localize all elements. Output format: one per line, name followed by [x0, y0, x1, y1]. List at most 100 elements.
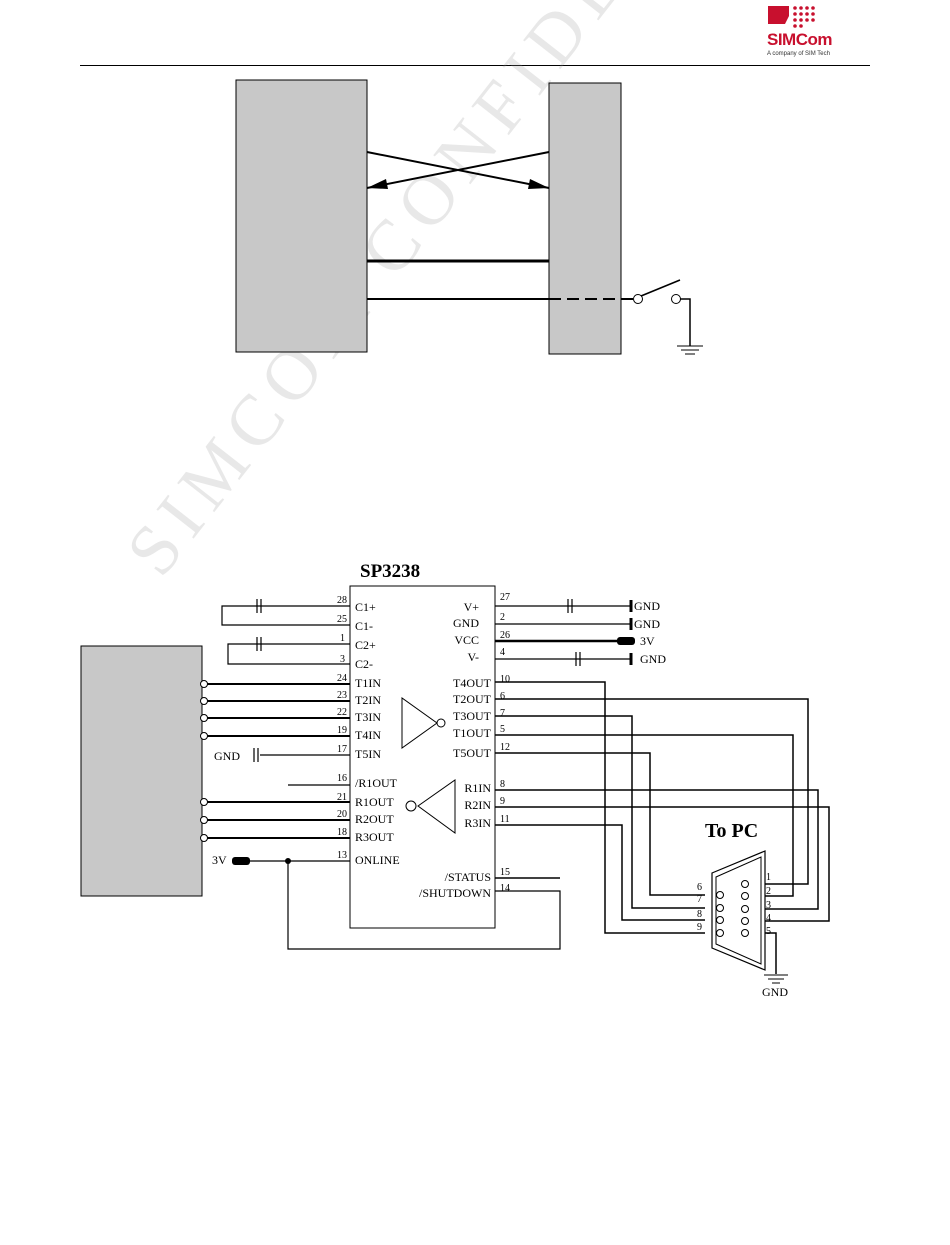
- module-block: [235, 79, 368, 353]
- vcc-label: 3V: [212, 853, 227, 867]
- top-block-diagram: [235, 79, 703, 355]
- module-block-lower: [80, 645, 203, 897]
- vcc-3v-marker: [232, 857, 250, 865]
- sp3238-chip: [349, 585, 496, 929]
- gnd-label: GND: [214, 749, 240, 763]
- pin-number: 8: [500, 779, 505, 790]
- pin-number: 9: [500, 796, 505, 807]
- pin-label: /R1OUT: [355, 776, 398, 790]
- pin-label: R3IN: [464, 816, 491, 830]
- switch-contact: [633, 294, 643, 304]
- pin-label: V-: [467, 650, 479, 664]
- pin-number: 26: [500, 630, 510, 641]
- pin-number: 16: [337, 773, 347, 784]
- db9-pin-number: 7: [697, 894, 702, 905]
- pin-number: 5: [500, 724, 505, 735]
- pin-label: T1IN: [355, 676, 381, 690]
- pin-number: 19: [337, 725, 347, 736]
- pin-label: C1+: [355, 600, 376, 614]
- to-pc-label: To PC: [705, 820, 758, 842]
- pin-number: 20: [337, 809, 347, 820]
- gnd-label: GND: [640, 652, 666, 666]
- header-rule: [80, 65, 870, 66]
- gnd-label: GND: [762, 985, 788, 999]
- pin-label: R2OUT: [355, 812, 394, 826]
- pin-label: T1OUT: [453, 726, 492, 740]
- pin-label: T4IN: [355, 728, 381, 742]
- right-pin-labels: V+ GND VCC V- T4OUT T2OUT T3OUT T1OUT T5…: [419, 600, 492, 900]
- pin-number: 27: [500, 592, 510, 603]
- pin-number: 28: [337, 595, 347, 606]
- pin-number: 17: [337, 744, 347, 755]
- right-pin-numbers: 27 2 26 4 10 6 7 5 12 8 9 11 15 14: [500, 592, 510, 894]
- pin-number: 18: [337, 827, 347, 838]
- module-pin-dots: [200, 680, 208, 842]
- ground-icon: [677, 345, 703, 355]
- gnd-label: GND: [634, 599, 660, 613]
- pin-label: R3OUT: [355, 830, 394, 844]
- right-power-wiring: [495, 599, 633, 666]
- pin-number: 14: [500, 883, 510, 894]
- pin-label: R1OUT: [355, 795, 394, 809]
- pin-number: 10: [500, 674, 510, 685]
- vcc-3v-marker: [617, 637, 635, 645]
- pin-label: C1-: [355, 619, 373, 633]
- pin-number: 12: [500, 742, 510, 753]
- db9-gnd-symbol: [764, 974, 788, 984]
- pin-number: 2: [500, 612, 505, 623]
- receiver-symbol: [405, 779, 456, 834]
- db9-pin-number: 6: [697, 882, 702, 893]
- db9-pin-number: 3: [766, 900, 771, 911]
- pin-number: 1: [340, 633, 345, 644]
- logo-text: SIMCom: [767, 30, 833, 49]
- pin-label: T4OUT: [453, 676, 492, 690]
- junction-dot: [285, 858, 291, 864]
- db9-pin-number: 2: [766, 886, 771, 897]
- driver-symbol: [401, 697, 446, 749]
- pin-label: T3OUT: [453, 709, 492, 723]
- pin-number: 23: [337, 690, 347, 701]
- pin-label: VCC: [454, 633, 479, 647]
- db9-pin-number: 8: [697, 909, 702, 920]
- db9-pin-number: 1: [766, 872, 771, 883]
- pin-label: T2OUT: [453, 692, 492, 706]
- simcom-logo: [768, 6, 815, 28]
- pin-number: 11: [500, 814, 510, 825]
- db9-pin-number: 4: [766, 913, 771, 924]
- pin-number: 21: [337, 792, 347, 803]
- pin-number: 3: [340, 654, 345, 665]
- host-block: [548, 82, 622, 355]
- pin-number: 13: [337, 850, 347, 861]
- pin-number: 22: [337, 707, 347, 718]
- pin-label: T5IN: [355, 747, 381, 761]
- pin-label: C2-: [355, 657, 373, 671]
- left-pin-labels: C1+ C1- C2+ C2- T1IN T2IN T3IN T4IN T5IN…: [355, 600, 400, 867]
- db9-connector: [711, 850, 766, 971]
- pin-label: T5OUT: [453, 746, 492, 760]
- pin-label: GND: [453, 616, 479, 630]
- db9-pin-number: 9: [697, 922, 702, 933]
- pin-label: R1IN: [464, 781, 491, 795]
- chip-title: SP3238: [360, 561, 420, 582]
- left-pin-numbers: 28 25 1 3 24 23 22 19 17 16 21 20 18 13: [337, 595, 347, 861]
- pin-number: 24: [337, 673, 347, 684]
- pin-number: 7: [500, 708, 505, 719]
- pin-label: V+: [464, 600, 480, 614]
- vcc-label: 3V: [640, 634, 655, 648]
- pin-label: /SHUTDOWN: [419, 886, 491, 900]
- pin-label: ONLINE: [355, 853, 400, 867]
- switch-contact: [671, 294, 681, 304]
- pin-number: 4: [500, 647, 505, 658]
- pin-label: C2+: [355, 638, 376, 652]
- db9-pin-number: 5: [766, 926, 771, 937]
- pin-label: R2IN: [464, 798, 491, 812]
- pin-number: 6: [500, 691, 505, 702]
- pin-label: T3IN: [355, 710, 381, 724]
- gnd-label: GND: [634, 617, 660, 631]
- pin-number: 25: [337, 614, 347, 625]
- pin-label: T2IN: [355, 693, 381, 707]
- sp3238-schematic: SP3238 C1+ C1- C2+ C2- T1IN T2IN T3IN T4…: [80, 561, 830, 999]
- left-wiring: [206, 599, 561, 950]
- pin-number: 15: [500, 867, 510, 878]
